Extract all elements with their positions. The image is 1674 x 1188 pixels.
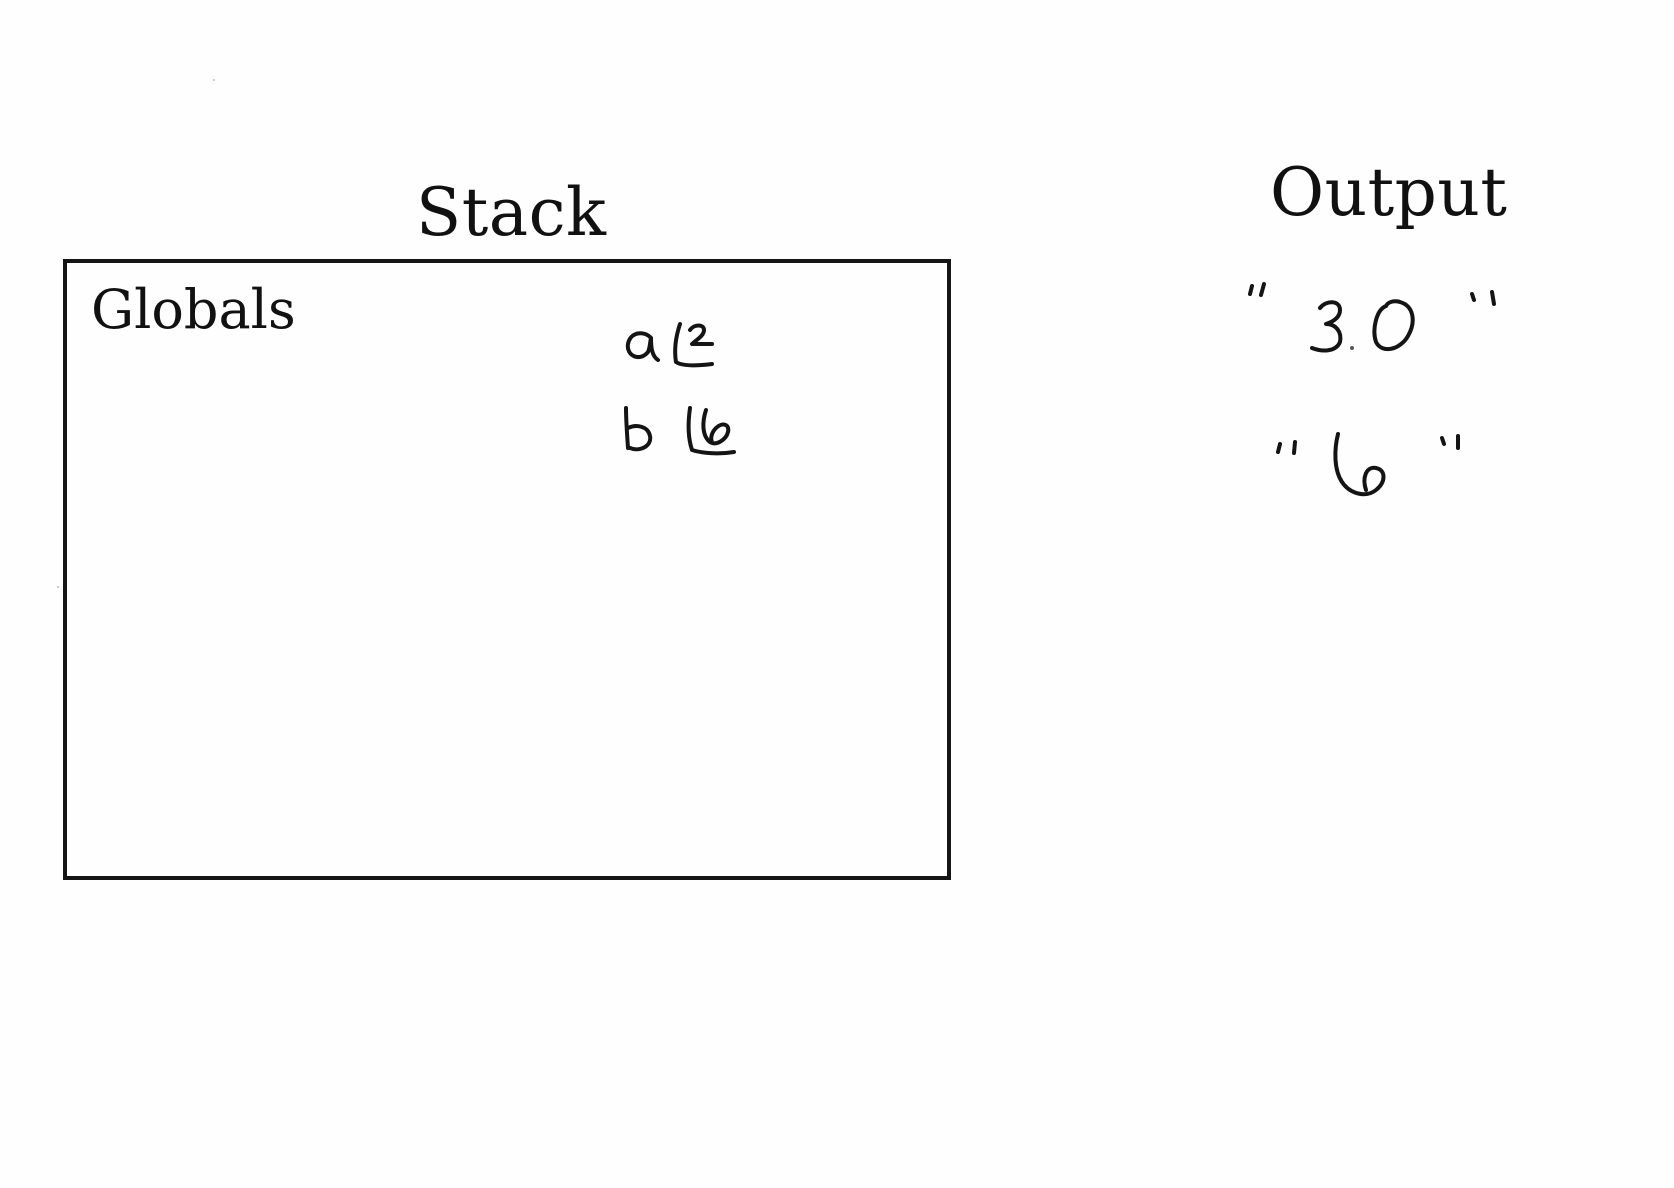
output-line-1-text: "3.0" <box>0 0 1 1</box>
handwritten-variable-b <box>624 406 736 456</box>
output-title: Output <box>1270 154 1508 231</box>
variable-a-value: 2 <box>0 0 1 1</box>
scan-speck <box>57 586 59 588</box>
handwritten-output-3-0 <box>1248 282 1496 353</box>
variable-b-value: 6 <box>0 0 1 1</box>
globals-frame: Globals <box>63 259 951 880</box>
handwritten-variable-a <box>625 322 714 368</box>
stack-title: Stack <box>416 174 607 251</box>
output-line-2-text: "6" <box>0 0 1 1</box>
variable-a-name: a <box>0 0 1 1</box>
variable-b-name: b <box>0 0 1 1</box>
frame-label-globals: Globals <box>91 278 296 341</box>
handwritten-output-6 <box>1276 432 1460 497</box>
scan-speck <box>213 79 215 81</box>
